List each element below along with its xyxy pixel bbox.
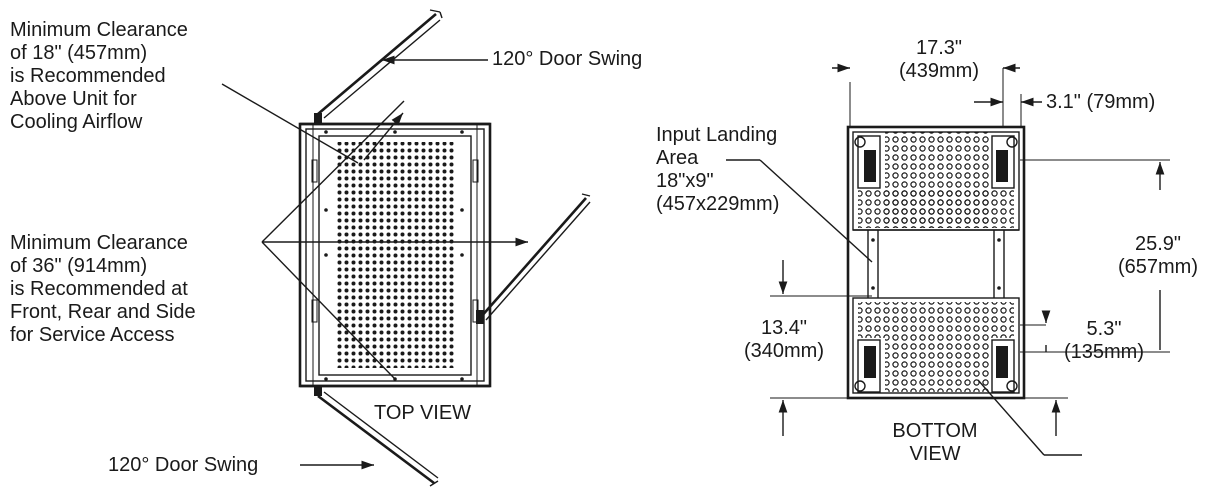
- input-landing-line: Area: [656, 147, 699, 169]
- clearance-top-line: Minimum Clearance: [10, 19, 188, 41]
- dim-depth-line: 25.9": [1134, 233, 1182, 255]
- clearance-top-line: Cooling Airflow: [10, 111, 143, 133]
- door-swing-bottom: [317, 391, 439, 487]
- label-top-view: TOP VIEW: [374, 402, 472, 424]
- label-dim-depth: 25.9" (657mm): [1108, 233, 1208, 279]
- dim-small-line: 5.3": [1086, 318, 1122, 340]
- label-bottom-view: BOTTOM VIEW: [880, 420, 990, 466]
- label-dim-small: 5.3" (135mm): [1056, 318, 1152, 364]
- label-clearance-top: Minimum Clearance of 18" (457mm) is Reco…: [10, 19, 188, 134]
- dim-small: [1020, 310, 1051, 352]
- input-landing-line: 18"x9": [656, 170, 714, 192]
- dim-lower-line: (340mm): [743, 340, 824, 362]
- label-dim-offset: 3.1" (79mm): [1046, 91, 1156, 113]
- arrow-up-clearance: [363, 112, 404, 161]
- clearance-top-line: of 18" (457mm): [10, 42, 148, 64]
- label-dim-width: 17.3" (439mm): [884, 37, 994, 83]
- dim-lower-line: 13.4": [760, 317, 808, 339]
- top-view-cabinet: [298, 113, 492, 396]
- dim-small-line: (135mm): [1063, 341, 1144, 363]
- label-clearance-side: Minimum Clearance of 36" (914mm) is Reco…: [10, 232, 196, 347]
- label-input-landing: Input Landing Area 18"x9" (457x229mm): [656, 124, 779, 216]
- dim-lower: [770, 260, 1068, 436]
- dim-width-line: 17.3": [915, 37, 963, 59]
- leader-service-1: [261, 100, 405, 243]
- dim-offset: [974, 94, 1042, 128]
- leader-input-landing-b: [759, 159, 873, 263]
- door-swing-top: [317, 9, 443, 119]
- dim-depth-line: (657mm): [1117, 256, 1198, 278]
- dim-width: [832, 63, 1020, 127]
- clearance-top-line: is Recommended: [10, 65, 166, 87]
- dim-depth: [1020, 159, 1170, 353]
- input-landing-line: (457x229mm): [656, 193, 780, 215]
- clearance-top-line: Above Unit for: [10, 88, 137, 110]
- leader-service-3: [261, 241, 395, 379]
- bottom-view-line: BOTTOM: [892, 420, 978, 442]
- bottom-view-unit: [846, 125, 1026, 400]
- door-swing-side: [479, 193, 591, 321]
- clearance-side-line: of 36" (914mm): [10, 255, 148, 277]
- clearance-side-line: for Service Access: [10, 324, 175, 346]
- clearance-side-line: is Recommended at: [10, 278, 188, 300]
- label-door-swing-top: 120° Door Swing: [492, 48, 643, 70]
- clearance-side-line: Front, Rear and Side: [10, 301, 196, 323]
- input-landing-line: Input Landing: [656, 124, 778, 146]
- label-dim-lower: 13.4" (340mm): [734, 317, 834, 363]
- bottom-view-line: VIEW: [909, 443, 961, 465]
- dim-width-line: (439mm): [898, 60, 979, 82]
- leader-top-clearance: [221, 83, 359, 164]
- label-door-swing-bottom: 120° Door Swing: [108, 454, 259, 476]
- leader-bottom-view-b: [977, 379, 1045, 456]
- clearance-side-line: Minimum Clearance: [10, 232, 188, 254]
